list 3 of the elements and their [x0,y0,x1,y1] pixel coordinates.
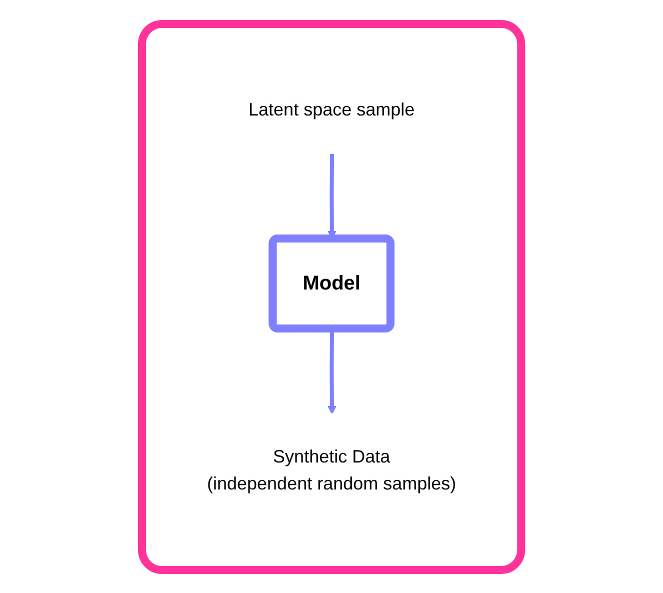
node-text: Latent space sample [248,99,415,119]
cluster [138,20,526,574]
node-text: Synthetic Data (independent random samples) [206,446,456,493]
